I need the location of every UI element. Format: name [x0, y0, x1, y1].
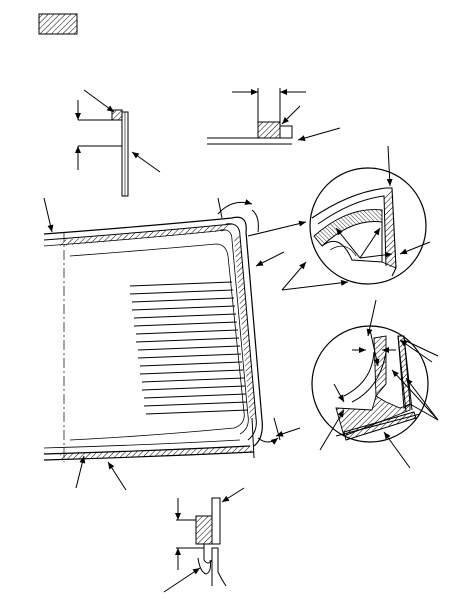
flange-detail-top-right: [207, 88, 341, 145]
leader-line: [83, 89, 115, 113]
flange-detail-top-left: [75, 89, 161, 197]
drawing-stroke: [384, 188, 396, 268]
leader-line: [247, 220, 307, 237]
drawing-stroke: [343, 351, 375, 397]
leader-line: [163, 567, 201, 593]
leader-line: [273, 417, 281, 441]
detail-circle-lower: [311, 299, 439, 469]
drawing-stroke: [391, 369, 439, 421]
drawing-stroke: [321, 222, 383, 263]
drawing-stroke: [329, 245, 357, 257]
drawing-stroke: [399, 339, 433, 363]
drawing-stroke: [43, 445, 251, 455]
leader-line: [275, 427, 301, 437]
drawing-stroke: [69, 243, 245, 441]
legend-hatch-swatch: [38, 13, 78, 35]
drawing-stroke: [403, 335, 413, 411]
leader-line: [399, 241, 431, 255]
leader-line: [107, 461, 127, 491]
drawing-stroke: [335, 413, 421, 437]
drawing-stroke: [141, 377, 245, 383]
leader-line: [255, 251, 285, 267]
drawing-stroke: [60, 225, 228, 246]
drawing-stroke: [43, 217, 233, 235]
drawing-stroke: [143, 401, 248, 407]
leader-line: [335, 227, 361, 259]
leader-line: [131, 151, 161, 173]
drawing-stroke: [137, 353, 242, 359]
leader-line: [281, 261, 307, 291]
drawing-stroke: [257, 121, 281, 139]
drawing-stroke: [351, 351, 387, 403]
drawing-stroke: [133, 321, 238, 327]
drawing-stroke: [131, 305, 236, 311]
drawing-stroke: [211, 497, 221, 545]
drawing-stroke: [135, 329, 239, 335]
leader-line: [281, 279, 349, 291]
drawing-stroke: [60, 446, 252, 460]
drawing-stroke: [343, 411, 417, 441]
drawing-stroke: [397, 335, 407, 413]
leader-line: [281, 105, 301, 125]
leader-line: [366, 299, 377, 337]
leader-line: [43, 197, 54, 233]
drawing-stroke: [139, 369, 244, 375]
drawing-stroke: [251, 209, 259, 233]
leader-line: [217, 197, 223, 219]
drawing-stroke: [333, 383, 345, 403]
drawing-stroke: [217, 199, 253, 215]
leader-line: [409, 403, 439, 421]
drawing-stroke: [311, 187, 397, 277]
drawing-stroke: [195, 515, 213, 545]
drawing-stroke: [129, 289, 234, 295]
leader-line: [386, 145, 393, 187]
drawing-stroke: [129, 281, 233, 287]
drawing-stroke: [131, 297, 235, 303]
drawing-stroke: [219, 229, 249, 435]
drawing-stroke: [317, 195, 387, 267]
drawing-stroke: [279, 125, 293, 139]
drawing-stroke: [381, 261, 397, 269]
drawing-stroke: [203, 544, 227, 587]
drawing-stroke: [143, 393, 247, 399]
drawing-stroke: [231, 216, 263, 447]
drawing-stroke: [111, 109, 123, 121]
drawing-stroke: [38, 13, 78, 35]
drawing-stroke: [197, 557, 211, 575]
drawing-stroke: [141, 385, 246, 391]
leader-line: [359, 251, 393, 259]
leader-line: [403, 339, 439, 357]
leader-line: [383, 431, 411, 469]
main-section-view: [43, 197, 349, 491]
leader-line: [75, 455, 86, 489]
leader-line: [251, 417, 255, 459]
leader-line: [369, 329, 380, 367]
leader-line: [319, 409, 345, 451]
flange-detail-bottom: [163, 487, 245, 593]
drawing-stroke: [234, 236, 256, 420]
drawing-stroke: [43, 439, 241, 449]
drawing-stroke: [43, 223, 233, 241]
drawing-stroke: [133, 313, 237, 319]
drawing-stroke: [139, 361, 243, 367]
drawing-stroke: [373, 335, 387, 398]
drawing-stroke: [135, 337, 240, 343]
drawing-stroke: [137, 345, 241, 351]
drawing-stroke: [257, 437, 279, 445]
drawing-stroke: [145, 409, 249, 415]
detail-circle-upper: [309, 145, 431, 285]
tube-bundle: [129, 281, 249, 415]
leader-line: [221, 487, 245, 503]
leader-line: [297, 127, 341, 141]
drawing-stroke: [309, 167, 427, 285]
leader-line: [359, 227, 381, 259]
drawing-stroke: [405, 377, 439, 421]
